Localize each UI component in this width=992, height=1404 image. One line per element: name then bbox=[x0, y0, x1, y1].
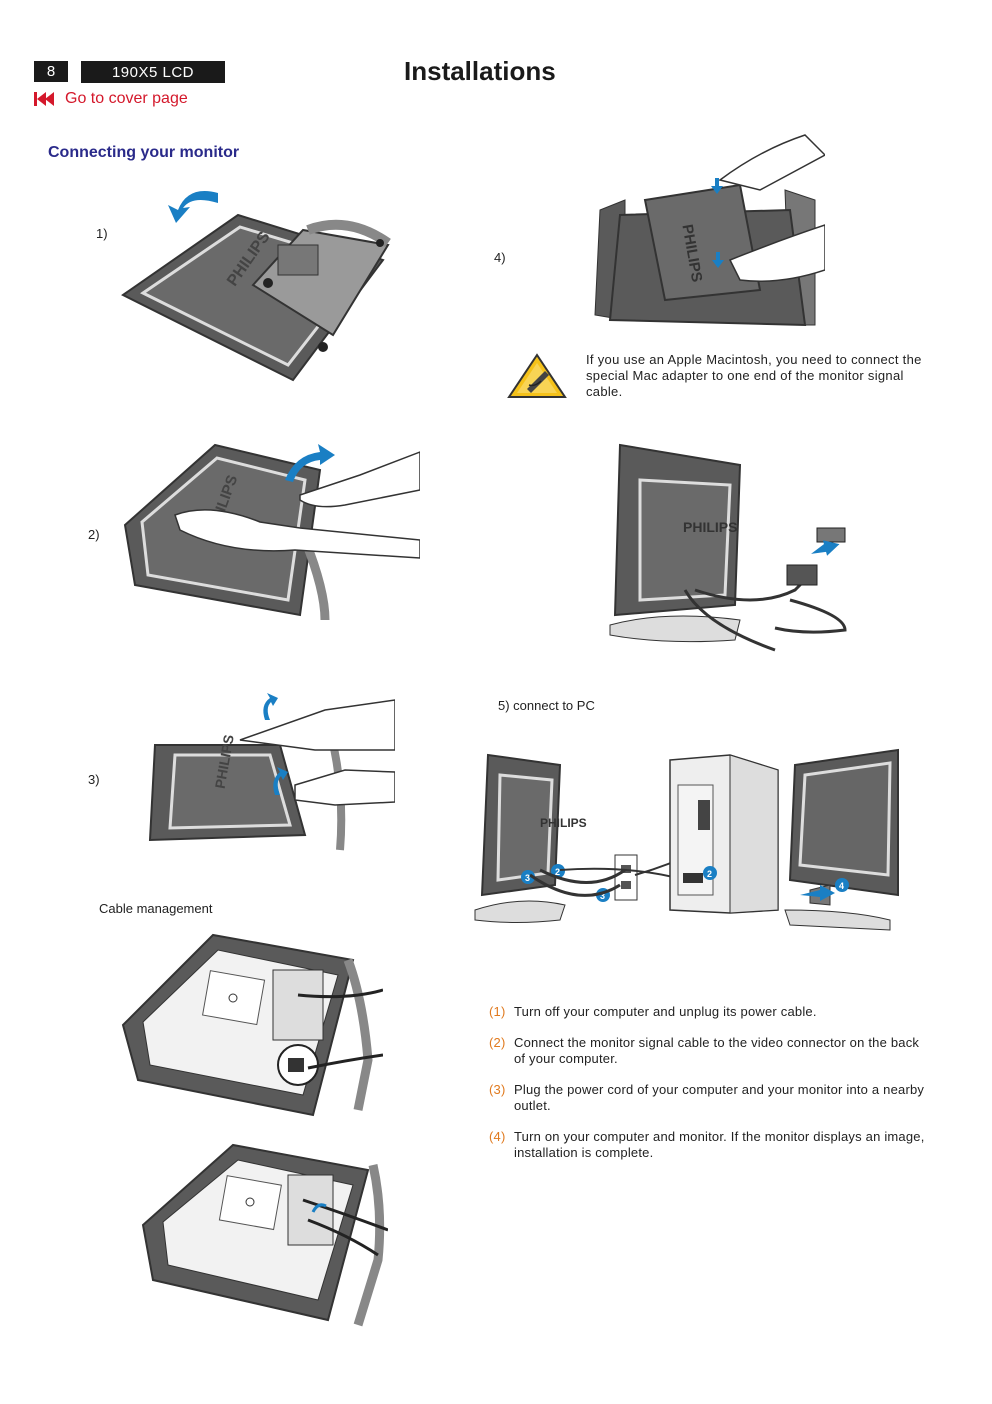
instruction-number: (2) bbox=[489, 1035, 506, 1050]
step1-illustration: PHILIPS bbox=[121, 191, 391, 382]
mac-adapter-illustration: PHILIPS bbox=[609, 443, 847, 652]
instruction-item: (1) Turn off your computer and unplug it… bbox=[489, 1004, 929, 1020]
instruction-item: (2) Connect the monitor signal cable to … bbox=[489, 1035, 929, 1067]
cable-management-illustration-1 bbox=[121, 933, 383, 1117]
down-arrow-icon bbox=[711, 178, 723, 194]
connect-to-pc-illustration: PHILIPS 3 2 3 2 4 bbox=[474, 748, 899, 931]
rotate-arrow-icon-2 bbox=[285, 444, 335, 482]
step3-illustration: PHILIPS bbox=[148, 693, 395, 851]
instruction-number: (1) bbox=[489, 1004, 506, 1019]
page-number: 8 bbox=[34, 61, 68, 82]
step2-illustration: PHILIPS bbox=[123, 443, 420, 621]
instruction-number: (3) bbox=[489, 1082, 506, 1097]
cable-management-label: Cable management bbox=[99, 901, 213, 916]
callout-3b: 3 bbox=[600, 891, 605, 901]
instruction-text: Turn on your computer and monitor. If th… bbox=[514, 1129, 925, 1160]
step4-illustration: PHILIPS bbox=[594, 134, 825, 327]
instruction-item: (4) Turn on your computer and monitor. I… bbox=[489, 1129, 929, 1161]
step-label-4: 4) bbox=[494, 250, 506, 265]
skip-back-icon bbox=[34, 92, 54, 106]
philips-brand-6: PHILIPS bbox=[540, 816, 587, 830]
callout-3: 3 bbox=[525, 873, 530, 883]
philips-brand-5: PHILIPS bbox=[683, 519, 737, 535]
callout-4: 4 bbox=[839, 881, 844, 891]
step-label-1: 1) bbox=[96, 226, 108, 241]
step-label-3: 3) bbox=[88, 772, 100, 787]
instruction-text: Turn off your computer and unplug its po… bbox=[514, 1004, 817, 1019]
instruction-text: Connect the monitor signal cable to the … bbox=[514, 1035, 920, 1066]
step-label-2: 2) bbox=[88, 527, 100, 542]
instruction-text: Plug the power cord of your computer and… bbox=[514, 1082, 925, 1113]
go-to-cover-link[interactable]: Go to cover page bbox=[34, 89, 188, 109]
callout-2: 2 bbox=[555, 867, 560, 877]
up-arrow-icon-2 bbox=[273, 767, 288, 795]
instruction-item: (3) Plug the power cord of your computer… bbox=[489, 1082, 929, 1114]
instruction-number: (4) bbox=[489, 1129, 506, 1144]
cable-management-illustration-2 bbox=[141, 1143, 388, 1327]
right-arrow-icon-2 bbox=[800, 885, 835, 901]
section-title: Connecting your monitor bbox=[48, 144, 240, 161]
rotate-arrow-icon bbox=[168, 191, 218, 223]
down-arrow-icon-2 bbox=[712, 252, 724, 268]
callout-2b: 2 bbox=[707, 869, 712, 879]
cover-link-text: Go to cover page bbox=[65, 90, 188, 107]
model-label: 190X5 LCD bbox=[81, 61, 225, 83]
right-arrow-icon bbox=[811, 540, 840, 556]
step-label-5: 5) connect to PC bbox=[498, 698, 595, 713]
instruction-list: (1) Turn off your computer and unplug it… bbox=[489, 1004, 929, 1176]
mac-adapter-note: If you use an Apple Macintosh, you need … bbox=[586, 352, 922, 399]
up-arrow-icon bbox=[263, 693, 278, 720]
page-title: Installations bbox=[404, 56, 556, 86]
note-warning-icon bbox=[507, 353, 567, 398]
